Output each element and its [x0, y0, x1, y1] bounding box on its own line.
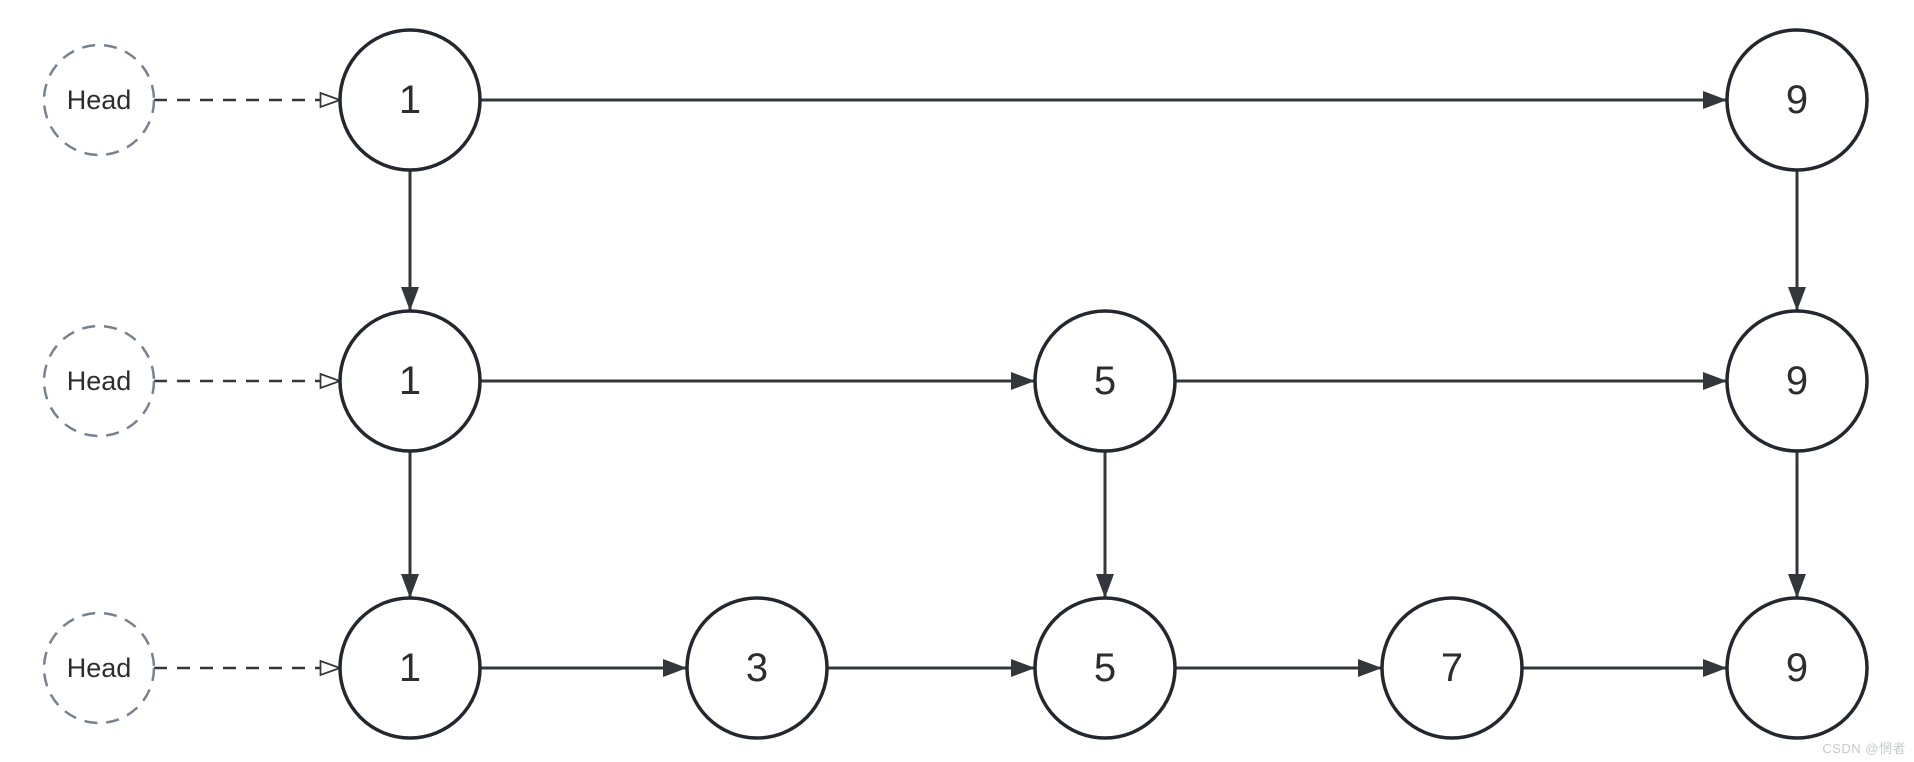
list-node: 7 — [1380, 596, 1524, 740]
list-node: 9 — [1725, 309, 1869, 453]
list-node: 5 — [1033, 309, 1177, 453]
list-node-circle — [1725, 309, 1869, 453]
list-node-label: 5 — [1094, 359, 1116, 403]
head-node-circle — [42, 324, 156, 438]
list-node-circle — [1033, 309, 1177, 453]
head-node-label: Head — [67, 366, 132, 396]
list-node-label: 1 — [399, 646, 421, 690]
list-node-label: 5 — [1094, 646, 1116, 690]
list-node-label: 7 — [1441, 646, 1463, 690]
list-node: 1 — [338, 28, 482, 172]
list-node-label: 3 — [746, 646, 768, 690]
list-node: 1 — [338, 596, 482, 740]
list-node-circle — [338, 309, 482, 453]
list-node: 1 — [338, 309, 482, 453]
head-node: Head — [42, 611, 156, 725]
list-node: 9 — [1725, 596, 1869, 740]
list-node-circle — [1725, 28, 1869, 172]
list-node-circle — [338, 596, 482, 740]
head-node-circle — [42, 43, 156, 157]
head-node: Head — [42, 43, 156, 157]
list-node-label: 1 — [399, 359, 421, 403]
list-node-circle — [1033, 596, 1177, 740]
list-node-label: 9 — [1786, 78, 1808, 122]
list-node-label: 1 — [399, 78, 421, 122]
head-node-circle — [42, 611, 156, 725]
head-node-label: Head — [67, 85, 132, 115]
list-node-circle — [1380, 596, 1524, 740]
list-node-label: 9 — [1786, 359, 1808, 403]
list-node: 3 — [685, 596, 829, 740]
watermark: CSDN @惘者 — [1822, 741, 1906, 756]
list-node-circle — [685, 596, 829, 740]
edges-layer — [154, 91, 1806, 677]
head-node-label: Head — [67, 653, 132, 683]
list-node: 5 — [1033, 596, 1177, 740]
head-node: Head — [42, 324, 156, 438]
list-node-label: 9 — [1786, 646, 1808, 690]
list-node: 9 — [1725, 28, 1869, 172]
list-node-circle — [1725, 596, 1869, 740]
list-node-circle — [338, 28, 482, 172]
